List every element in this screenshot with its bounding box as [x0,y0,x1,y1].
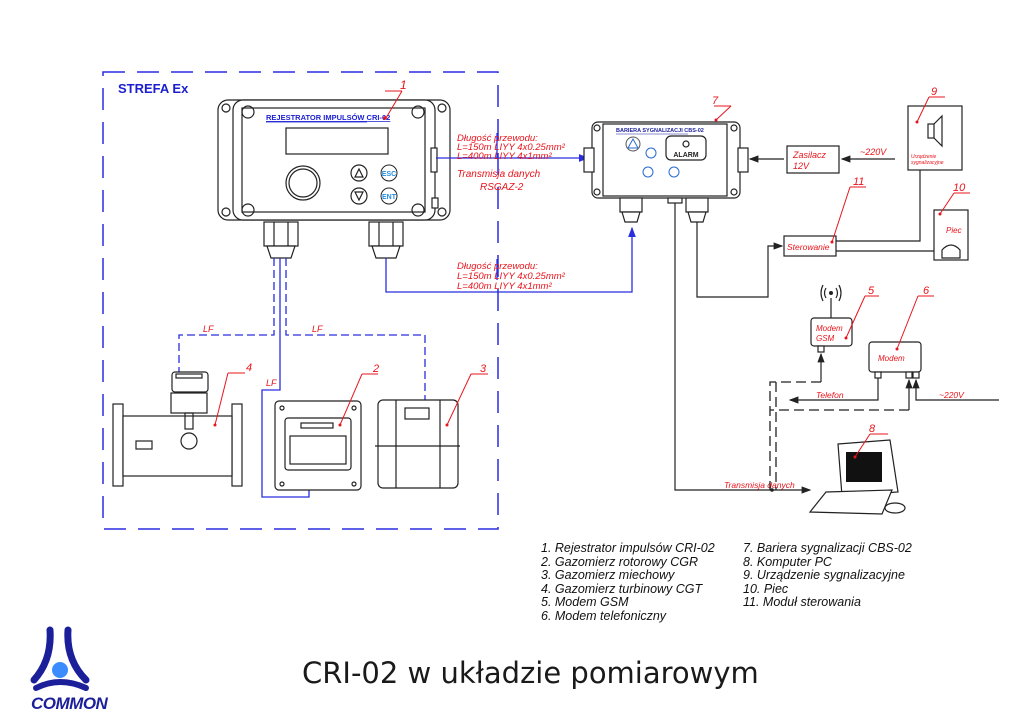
legend-item: 4. Gazomierz turbinowy CGT [541,581,703,596]
lf-line-turbine [178,258,275,372]
svg-text:Modem: Modem [878,354,905,363]
svg-text:L=150m LIYY 4x0.25mm²: L=150m LIYY 4x0.25mm² [457,271,566,282]
barrier-button-3 [668,166,680,178]
lf-line-bellows [285,258,426,408]
svg-text:Modem: Modem [816,324,843,333]
legend-item: 1. Rejestrator impulsów CRI-02 [541,541,715,555]
alarm-indicator-label: ALARM [673,152,698,159]
data-cable-bottom [385,226,636,293]
legend-item: 5. Modem GSM [541,595,629,609]
common-logo [30,626,90,691]
pc-data-line [674,203,812,494]
lf-label-3: LF [266,378,277,388]
cable-spec-bottom: Długość przewodu: L=150m LIYY 4x0.25mm² … [457,261,566,292]
ex-zone-label: STREFA Ex [118,81,189,96]
pc-transmission-label: Transmisja danych [724,480,795,490]
device-number-5: 5 [868,285,875,297]
svg-text:Sterowanie: Sterowanie [787,242,830,252]
device-number-11: 11 [853,176,864,188]
device-number-10: 10 [953,182,966,194]
supply-220v-bottom: ~220V [939,390,965,400]
telefon-label: Telefon [816,390,844,400]
device-number-7: 7 [712,95,719,107]
antenna-icon [820,284,842,302]
turbine-meter: 4 [112,362,252,487]
lf-label-2: LF [312,324,323,334]
control-module: Sterowanie 11 [783,176,866,257]
recorder-display [285,127,389,155]
legend-item: 7. Bariera sygnalizacji CBS-02 [743,541,912,555]
svg-text:Długość przewodu:: Długość przewodu: [457,133,538,144]
barrier-cbs02: BARIERA SYGNALIZACJI CBS-02 ALARM 7 [583,95,749,223]
device-number-1: 1 [400,78,407,92]
pc-computer: 8 [808,423,906,515]
legend-item: 8. Komputer PC [743,554,832,569]
barrier-panel-label: BARIERA SYGNALIZACJI CBS-02 [616,128,704,134]
supply-220v-top: ~220V [860,147,887,157]
recorder-cri02: REJESTRATOR IMPULSÓW CRI-02 ESC ENT 1 [217,78,451,259]
lf-label-1: LF [203,324,214,334]
rotary-meter: 2 [274,363,379,491]
legend-item: 11. Moduł sterowania [743,595,861,609]
svg-text:L=400m LIYY 4x1mm²: L=400m LIYY 4x1mm² [457,281,552,292]
speaker-icon [927,123,935,139]
cable-gland-left [263,221,299,259]
page-title: CRI-02 w układzie pomiarowym [302,656,759,690]
cable-gland-right [368,221,404,259]
gsm-modem: Modem GSM 5 [810,284,879,353]
svg-text:L=150m LIYY 4x0.25mm²: L=150m LIYY 4x0.25mm² [457,142,566,153]
svg-text:sygnalizacyjne: sygnalizacyjne [911,160,944,166]
barrier-button-1 [645,147,657,159]
legend-column-1: 1. Rejestrator impulsów CRI-02 2. Gazomi… [541,541,715,623]
device-number-4: 4 [246,362,252,374]
down-arrow-button [350,187,368,205]
ent-button: ENT [380,187,398,205]
svg-text:L=400m LIYY 4x1mm²: L=400m LIYY 4x1mm² [457,151,552,162]
svg-text:ENT: ENT [382,194,397,201]
legend-item: 10. Piec [743,581,789,596]
device-number-3: 3 [480,363,487,375]
svg-text:Zasilacz: Zasilacz [792,150,827,160]
transmission-label-top: Transmisja danych RSGAZ-2 [457,169,541,193]
device-number-8: 8 [869,423,876,435]
lf-line-rotary [261,258,310,498]
recorder-knob [285,165,321,201]
phone-modem: Modem 6 [868,285,934,379]
svg-text:Piec: Piec [946,226,962,235]
svg-text:RSGAZ-2: RSGAZ-2 [480,182,524,193]
signal-device: Urządzenie sygnalizacyjne 9 [907,86,963,171]
device-number-9: 9 [931,86,937,98]
legend-item: 6. Modem telefoniczny [541,608,667,623]
logo-text: COMMON [31,694,108,713]
power-supply-12v: Zasilacz 12V [786,145,840,174]
up-arrow-button [350,164,368,182]
legend-column-2: 7. Bariera sygnalizacji CBS-02 8. Komput… [743,541,912,610]
cable-spec-top: Długość przewodu: L=150m LIYY 4x0.25mm² … [457,133,566,162]
device-number-2: 2 [372,363,379,375]
svg-text:GSM: GSM [816,334,835,343]
ex-zone-boundary [102,71,499,530]
svg-text:Urządzenie: Urządzenie [911,154,937,160]
legend-item: 3. Gazomierz miechowy [541,568,675,582]
furnace: Piec 10 [933,182,970,261]
svg-text:12V: 12V [793,161,810,171]
recorder-panel-label: REJESTRATOR IMPULSÓW CRI-02 [266,113,390,122]
device-number-6: 6 [923,285,930,297]
esc-button: ESC [380,164,398,182]
svg-text:Transmisja danych: Transmisja danych [457,169,541,180]
barrier-button-2 [642,166,654,178]
svg-text:ESC: ESC [382,171,396,178]
svg-text:Długość przewodu:: Długość przewodu: [457,261,538,272]
bellows-meter: 3 [375,363,488,489]
legend-item: 2. Gazomierz rotorowy CGR [541,554,698,569]
legend-item: 9. Urządzenie sygnalizacyjne [743,568,905,582]
